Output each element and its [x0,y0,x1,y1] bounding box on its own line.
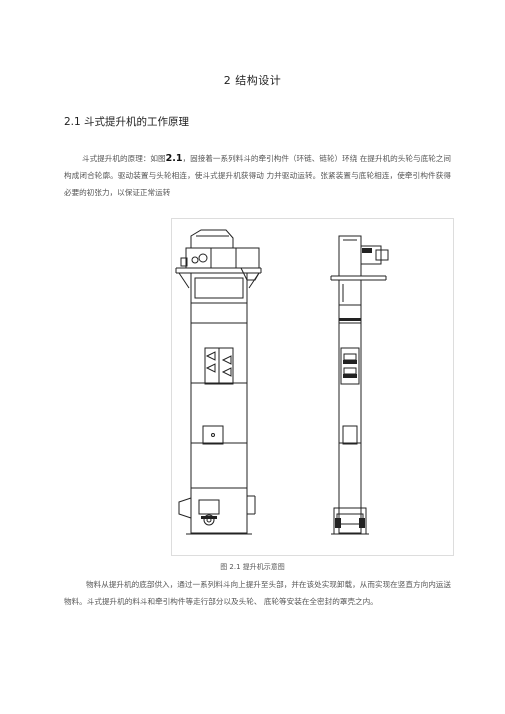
figure-frame [171,218,454,556]
elevator-side-view [330,235,389,535]
chapter-title: 2 结构设计 [223,74,282,87]
paragraph-process: 物料从提升机的底部供入，通过一系列料斗向上提升至头部，并在该处实现卸载，从而实现… [64,580,451,606]
paragraph-principle-start: 斗式提升机的原理：如图 [82,154,166,163]
elevator-front-view [175,229,262,535]
paragraph-principle-rest: ，固接着一系列料斗的牵引构件（环链、链轮）环绕 在提升机的头轮与底轮之间构成闭合… [64,154,451,197]
bucket-elevator-figure [171,218,454,556]
figure-reference: 2.1 [165,153,183,164]
paragraph-principle: 斗式提升机的原理：如图2.1，固接着一系列料斗的牵引构件（环链、链轮）环绕 在提… [64,150,451,201]
bucket-elevator-drawing [175,229,389,535]
section-title: 2.1 斗式提升机的工作原理 [64,116,190,128]
figure-caption: 图 2.1 提升机示意图 [220,563,285,571]
